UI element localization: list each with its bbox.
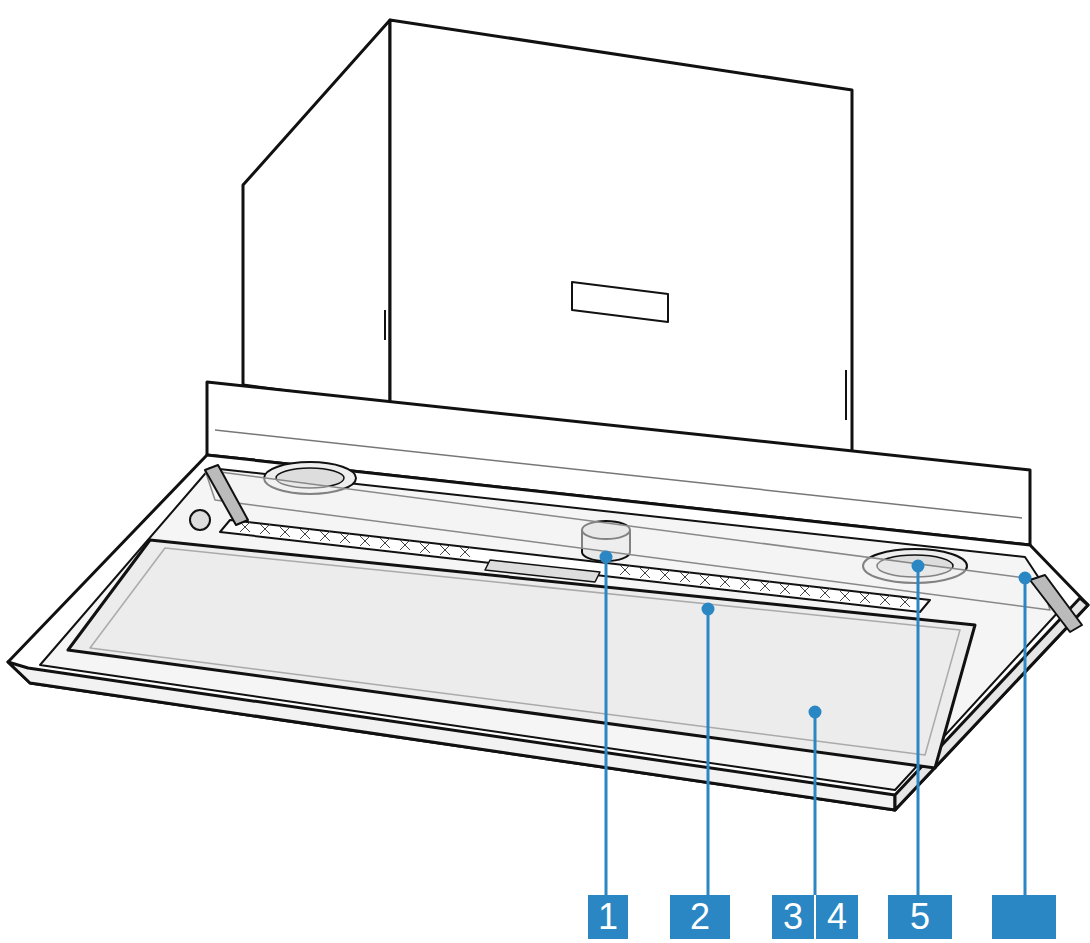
callout-box [992, 895, 1056, 939]
callout-number: 2 [670, 895, 730, 939]
callout-number: 3 [772, 895, 814, 939]
callout-number: 5 [888, 895, 952, 939]
callout-number: 4 [816, 895, 858, 939]
callout-number: 1 [588, 895, 628, 939]
